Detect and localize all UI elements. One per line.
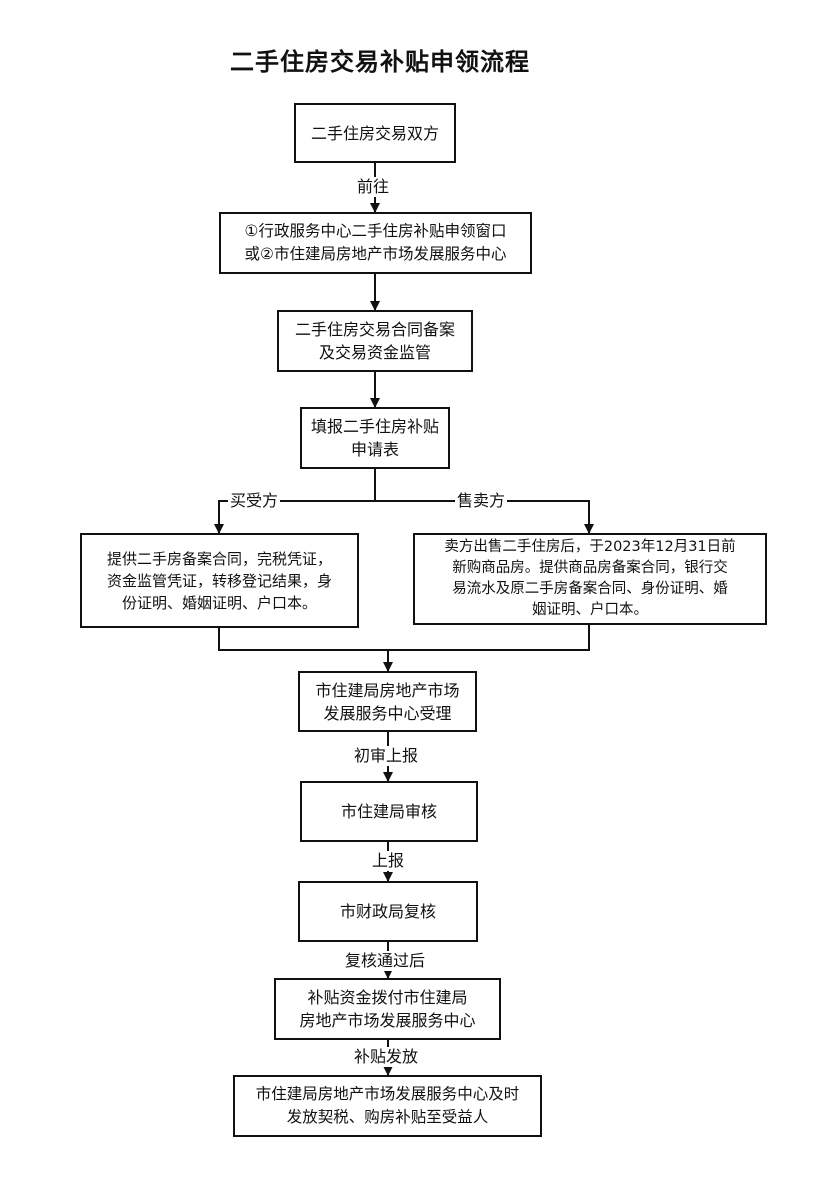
node-release-text: 市住建局房地产市场发展服务中心及时 发放契税、购房补贴至受益人 (255, 1085, 520, 1126)
node-allocate-text: 补贴资金拨付市住建局 房地产市场发展服务中心 (299, 988, 476, 1030)
edge-label-report: 上报 (370, 851, 407, 871)
edge-label-goto: 前往 (355, 177, 392, 197)
node-seller-docs-text: 卖方出售二手住房后，于2023年12月31日前 新购商品房。提供商品房备案合同，… (444, 539, 736, 618)
node-review-text: 市住建局审核 (340, 802, 437, 821)
edge-label-buyer: 买受方 (228, 491, 281, 511)
edge-label-subsidy-release: 补贴发放 (352, 1047, 421, 1067)
node-windows: ①行政服务中心二手住房补贴申领窗口 或②市住建局房地产市场发展服务中心 (219, 212, 532, 274)
page-title: 二手住房交易补贴申领流程 (230, 48, 530, 76)
edge-label-after-recheck: 复核通过后 (343, 951, 428, 971)
node-review: 市住建局审核 (300, 781, 478, 842)
node-allocate: 补贴资金拨付市住建局 房地产市场发展服务中心 (274, 978, 501, 1040)
node-recheck-text: 市财政局复核 (339, 902, 436, 921)
node-recheck: 市财政局复核 (298, 881, 478, 942)
node-parties: 二手住房交易双方 (294, 103, 456, 163)
edge-label-initial-report: 初审上报 (352, 746, 421, 766)
node-parties-text: 二手住房交易双方 (310, 123, 439, 143)
edge-form-buyer (214, 468, 376, 534)
edge-buyer-merge (218, 624, 590, 651)
node-buyer-docs: 提供二手房备案合同，完税凭证， 资金监管凭证，转移登记结果，身 份证明、婚姻证明… (80, 533, 359, 628)
node-accept: 市住建局房地产市场 发展服务中心受理 (298, 671, 477, 732)
node-windows-text: ①行政服务中心二手住房补贴申领窗口 或②市住建局房地产市场发展服务中心 (244, 222, 507, 263)
node-form: 填报二手住房补贴 申请表 (300, 407, 450, 469)
node-accept-text: 市住建局房地产市场 发展服务中心受理 (315, 680, 460, 723)
node-filing: 二手住房交易合同备案 及交易资金监管 (277, 310, 473, 372)
node-form-text: 填报二手住房补贴 申请表 (310, 417, 439, 459)
edge-form-seller (375, 500, 594, 534)
node-buyer-docs-text: 提供二手房备案合同，完税凭证， 资金监管凭证，转移登记结果，身 份证明、婚姻证明… (106, 549, 332, 612)
edge-label-seller: 售卖方 (455, 491, 508, 511)
node-seller-docs: 卖方出售二手住房后，于2023年12月31日前 新购商品房。提供商品房备案合同，… (413, 533, 767, 625)
node-release: 市住建局房地产市场发展服务中心及时 发放契税、购房补贴至受益人 (233, 1075, 542, 1137)
node-filing-text: 二手住房交易合同备案 及交易资金监管 (294, 320, 455, 362)
